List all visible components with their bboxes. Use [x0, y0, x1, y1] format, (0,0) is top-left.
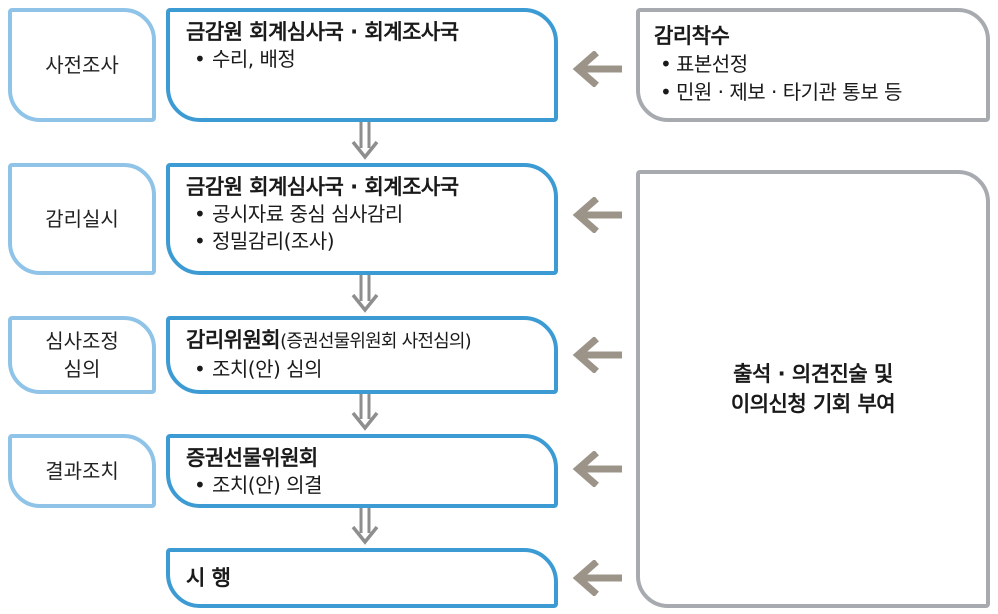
step-securities-committee: 증권선물위원회 •조치(안) 의결 [166, 434, 558, 508]
audit-start-title: 감리착수 [654, 24, 730, 48]
step-title: 금감원 회계심사국 · 회계조사국 [186, 175, 459, 199]
left-arrow-2 [572, 197, 622, 233]
step-item: •공시자료 중심 심사감리 [194, 202, 403, 226]
audit-start-item: •표본선정 [660, 52, 748, 76]
stage-label: 결과조치 [45, 459, 119, 483]
left-arrow-5 [572, 560, 622, 596]
step-title: 증권선물위원회 [186, 446, 318, 470]
audit-start-item: •민원 · 제보 · 타기관 통보 등 [660, 80, 902, 104]
left-arrow-3 [572, 337, 622, 373]
step-item: •조치(안) 의결 [194, 473, 322, 497]
left-arrow-4 [572, 451, 622, 487]
step-item: •조치(안) 심의 [194, 357, 322, 381]
step-audit: 금감원 회계심사국 · 회계조사국 •공시자료 중심 심사감리 •정밀감리(조사… [166, 163, 558, 275]
stage-review: 심사조정 심의 [8, 316, 156, 394]
step-title: 시 행 [186, 566, 231, 590]
down-arrow-2 [351, 275, 379, 313]
hearing-box: 출석 · 의견진술 및 이의신청 기회 부여 [636, 170, 990, 608]
stage-audit: 감리실시 [8, 163, 156, 275]
stage-result: 결과조치 [8, 434, 156, 508]
step-title: 감리위원회(증권선물위원회 사전심의) [186, 328, 472, 352]
step-item: •수리, 배정 [194, 47, 296, 71]
step-title: 금감원 회계심사국 · 회계조사국 [186, 20, 459, 44]
step-intake: 금감원 회계심사국 · 회계조사국 •수리, 배정 [166, 8, 558, 122]
step-item: •정밀감리(조사) [194, 229, 335, 253]
down-arrow-3 [351, 394, 379, 431]
stage-label: 감리실시 [45, 207, 119, 231]
hearing-text: 출석 · 의견진술 및 이의신청 기회 부여 [730, 362, 896, 416]
left-arrow-1 [572, 51, 622, 87]
stage-label: 심사조정 심의 [45, 329, 119, 381]
step-enforcement: 시 행 [166, 548, 558, 608]
stage-label: 사전조사 [45, 53, 119, 77]
audit-start-box: 감리착수 •표본선정 •민원 · 제보 · 타기관 통보 등 [636, 8, 990, 122]
stage-pre-investigation: 사전조사 [8, 8, 156, 122]
step-audit-committee: 감리위원회(증권선물위원회 사전심의) •조치(안) 심의 [166, 316, 558, 394]
down-arrow-1 [351, 122, 379, 160]
down-arrow-4 [351, 508, 379, 545]
